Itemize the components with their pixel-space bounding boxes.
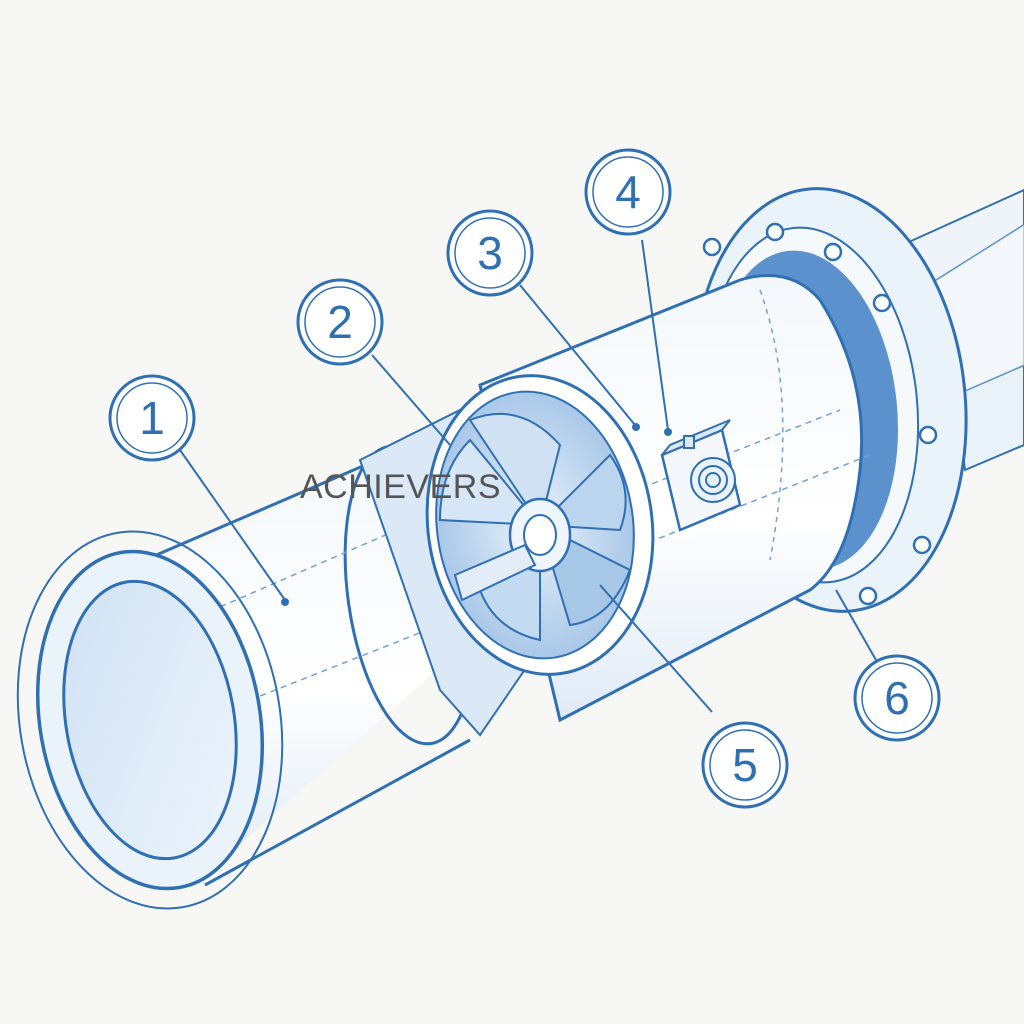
callout-label-2: 2 xyxy=(327,296,353,348)
leader-2 xyxy=(371,354,451,446)
leader-dots xyxy=(281,423,672,606)
callout-label-5: 5 xyxy=(732,739,758,791)
callout-label-4: 4 xyxy=(615,166,641,218)
inlet-opening xyxy=(16,530,284,910)
leader-lines xyxy=(179,239,877,713)
callout-label-1: 1 xyxy=(139,392,165,444)
leader-6 xyxy=(835,589,877,661)
watermark-text: ACHIEVERS xyxy=(300,468,501,506)
leader-3 xyxy=(519,284,636,426)
leader-1 xyxy=(179,449,286,601)
callout-4: 4 xyxy=(584,148,672,236)
leader-4 xyxy=(641,239,669,431)
callout-6: 6 xyxy=(853,654,941,742)
flange-bolt-holes xyxy=(702,222,938,606)
leader-5 xyxy=(599,584,713,713)
drive-shaft xyxy=(453,543,537,602)
callout-5: 5 xyxy=(701,721,789,809)
callout-label-6: 6 xyxy=(884,672,910,724)
callout-3: 3 xyxy=(446,209,534,297)
callout-1: 1 xyxy=(108,374,196,462)
callout-label-3: 3 xyxy=(477,227,503,279)
impeller-fan-icon xyxy=(438,412,632,642)
callout-2: 2 xyxy=(296,278,384,366)
sensor-box-icon xyxy=(660,419,742,532)
